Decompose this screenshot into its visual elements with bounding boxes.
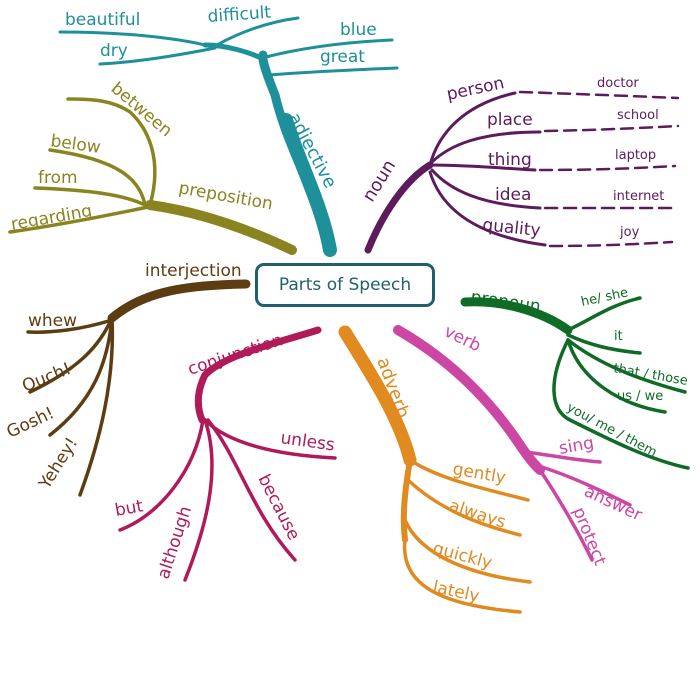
noun-branch: person place thing idea quality doctor s…: [358, 73, 680, 254]
adjective-twig-great: [268, 66, 399, 77]
noun-example-internet: internet: [613, 189, 664, 204]
noun-word-person: person: [445, 73, 506, 105]
adjective-word-dry: dry: [100, 41, 128, 61]
conjunction-word-unless: unless: [279, 428, 336, 455]
conjunction-main-stroke: [194, 326, 322, 424]
adjective-word-beautiful: beautiful: [65, 10, 140, 30]
adjective-word-blue: blue: [340, 20, 377, 40]
adjective-twig-blue: [260, 38, 394, 60]
interjection-twig-ouch: [28, 316, 114, 394]
noun-main-stroke: [364, 161, 434, 254]
pronoun-label: pronoun: [469, 287, 542, 317]
noun-word-thing: thing: [488, 150, 532, 170]
noun-twig-quality: [428, 170, 547, 247]
pronoun-word-it: it: [614, 329, 623, 344]
verb-main-stroke: [393, 325, 545, 475]
interjection-word-yehey: Yehey!: [35, 434, 83, 494]
preposition-twig-below: [48, 148, 147, 207]
interjection-twig-whew: [26, 318, 114, 334]
adjective-twig-dry: [98, 46, 217, 66]
noun-twig-thing: [430, 163, 537, 172]
noun-word-quality: quality: [481, 215, 541, 241]
conjunction-word-because: because: [254, 471, 304, 543]
noun-word-idea: idea: [495, 185, 531, 205]
preposition-twig-between: [66, 97, 157, 207]
verb-twig-sing: [523, 450, 602, 464]
noun-example-doctor: doctor: [597, 76, 639, 91]
preposition-main-stroke: [145, 200, 297, 255]
adjective-word-great: great: [320, 47, 365, 67]
center-title: Parts of Speech: [278, 275, 412, 295]
conjunction-branch: but although because unless conjunction: [113, 326, 337, 582]
conjunction-twig-because: [206, 418, 297, 562]
adverb-word-gently: gently: [451, 459, 507, 488]
interjection-twig-yehey: [78, 316, 115, 497]
pronoun-main-stroke: [460, 297, 573, 335]
preposition-word-below: below: [49, 131, 102, 158]
adverb-main-stroke: [338, 325, 417, 467]
noun-example-joy: joy: [619, 225, 640, 240]
adjective-word-difficult: difficult: [207, 3, 272, 27]
noun-dash-doctor: [518, 90, 680, 100]
interjection-word-ouch: Ouch!: [19, 359, 74, 397]
adjective-twig-beautiful: [58, 30, 207, 47]
conjunction-twig-but: [118, 418, 205, 532]
pronoun-twig-you-me-them: [552, 338, 690, 470]
preposition-word-regarding: regarding: [9, 201, 93, 235]
center-topic-box: Parts of Speech: [255, 263, 435, 307]
preposition-twig-from: [33, 186, 147, 207]
pronoun-word-us-we: us / we: [617, 389, 663, 404]
verb-word-protect: protect: [568, 504, 609, 568]
adverb-main-stroke-lower: [400, 457, 413, 543]
pronoun-twig-it: [566, 333, 642, 355]
noun-twig-person: [428, 91, 517, 167]
noun-dash-laptop: [538, 164, 677, 172]
conjunction-label: conjunction: [185, 330, 285, 380]
preposition-word-between: between: [107, 79, 176, 142]
pronoun-twig-that-those: [566, 338, 687, 394]
noun-dash-school: [543, 124, 680, 133]
pronoun-twig-he-she: [566, 296, 642, 332]
verb-twig-protect: [538, 468, 594, 562]
noun-example-laptop: laptop: [615, 148, 656, 163]
verb-word-sing: sing: [557, 433, 595, 459]
noun-dash-joy: [548, 240, 674, 248]
adjective-main-stroke-thin: [279, 113, 337, 257]
interjection-branch: whew Ouch! Gosh! Yehey! interjection: [4, 261, 251, 497]
pronoun-word-he-she: he/ she: [580, 285, 630, 310]
verb-twig-answer: [533, 463, 632, 507]
interjection-word-whew: whew: [28, 311, 77, 331]
noun-example-school: school: [617, 108, 659, 123]
adjective-twig-difficult: [213, 16, 300, 48]
noun-word-place: place: [487, 110, 533, 130]
adverb-twig-always: [406, 478, 522, 537]
preposition-twig-regarding: [8, 205, 150, 234]
interjection-twig-gosh: [48, 316, 114, 437]
noun-twig-idea: [430, 168, 542, 210]
adverb-twig-lately: [402, 538, 522, 614]
adverb-twig-gently: [408, 458, 530, 502]
noun-twig-place: [430, 130, 542, 164]
interjection-label: interjection: [145, 261, 242, 281]
interjection-word-gosh: Gosh!: [4, 403, 58, 442]
pronoun-word-that-those: that / those: [612, 361, 689, 389]
preposition-word-from: from: [38, 168, 78, 188]
conjunction-twig-although: [183, 418, 214, 582]
adverb-branch: gently always quickly lately adverb: [338, 325, 532, 614]
adverb-twig-quickly: [403, 518, 532, 584]
pronoun-twig-us-we: [566, 338, 667, 414]
verb-branch: sing answer protect verb: [393, 322, 645, 569]
adverb-word-always: always: [446, 496, 508, 533]
preposition-branch: between below from regarding preposition: [8, 79, 297, 255]
verb-label: verb: [441, 322, 484, 357]
interjection-main-stroke: [107, 279, 251, 323]
conjunction-word-but: but: [113, 496, 145, 521]
